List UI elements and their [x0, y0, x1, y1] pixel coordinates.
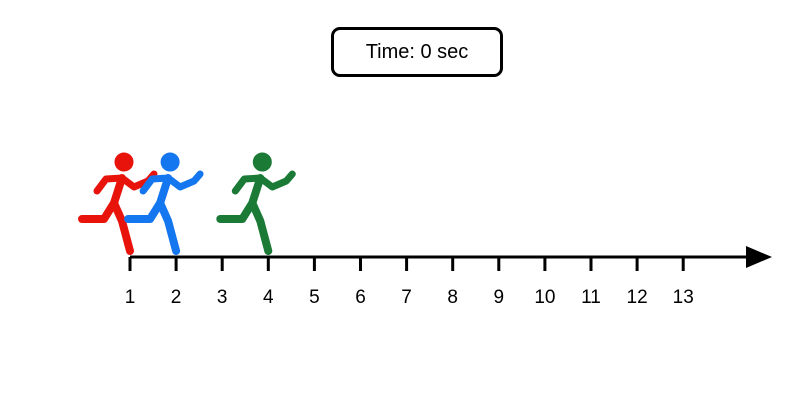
tick-label: 5 — [309, 287, 320, 308]
tick-label: 4 — [263, 287, 274, 308]
tick-label: 8 — [447, 287, 458, 308]
tick-label: 10 — [534, 287, 555, 308]
tick-label: 2 — [171, 287, 182, 308]
green-runner-icon — [220, 153, 292, 251]
tick-label: 12 — [627, 287, 648, 308]
tick-label: 6 — [355, 287, 366, 308]
tick-label: 7 — [401, 287, 412, 308]
tick-label: 11 — [581, 287, 601, 308]
axis-arrowhead-icon — [746, 246, 772, 268]
tick-label: 1 — [125, 287, 136, 308]
timer-display: Time: 0 sec — [331, 27, 503, 77]
red-runner-icon — [82, 153, 154, 251]
axis-line — [130, 246, 772, 268]
tick-label: 9 — [494, 287, 505, 308]
blue-runner-icon — [128, 153, 200, 251]
tick-label: 3 — [217, 287, 228, 308]
tick-label: 13 — [673, 287, 694, 308]
